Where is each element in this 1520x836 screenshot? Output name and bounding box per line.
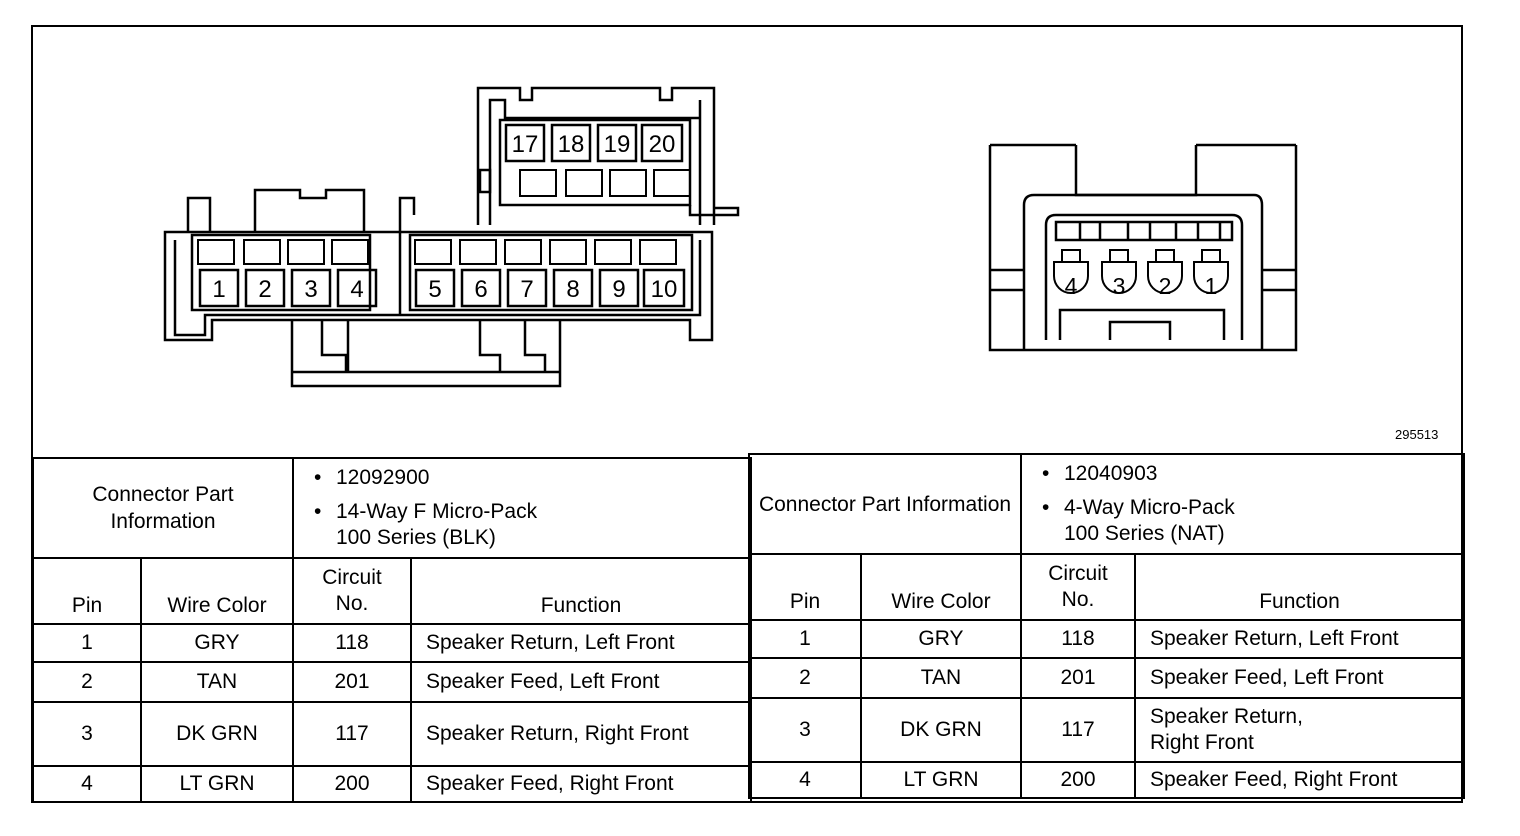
header-circuit-line1: Circuit bbox=[322, 566, 382, 589]
cell-color: GRY bbox=[860, 619, 1022, 659]
cell-circuit: 118 bbox=[292, 623, 412, 663]
cell-function-line2: Right Front bbox=[1150, 731, 1254, 754]
pin-label-4way-2: 2 bbox=[1159, 273, 1172, 299]
header-pin: Pin bbox=[32, 557, 142, 625]
pin-label-2: 2 bbox=[258, 276, 271, 303]
header-circuit-line2: No. bbox=[1061, 588, 1095, 611]
pin-label-18: 18 bbox=[558, 131, 585, 158]
figure-id: 295513 bbox=[1395, 427, 1439, 442]
pin-label-4way-4: 4 bbox=[1065, 273, 1078, 299]
cell-circuit: 200 bbox=[1020, 761, 1136, 799]
pin-label-3: 3 bbox=[304, 276, 317, 303]
cell-pin: 3 bbox=[748, 697, 862, 763]
cell-color: LT GRN bbox=[860, 761, 1022, 799]
pin-label-8: 8 bbox=[566, 276, 579, 303]
table-row: 4 LT GRN 200 Speaker Feed, Right Front bbox=[32, 765, 752, 803]
cell-color: DK GRN bbox=[140, 701, 294, 767]
cell-circuit: 117 bbox=[1020, 697, 1136, 763]
connector-14-way-drawing bbox=[163, 86, 740, 388]
connector-info-details: 12092900 14-Way F Micro-Pack 100 Series … bbox=[292, 457, 752, 559]
cell-function: Speaker Return, Right Front bbox=[1134, 697, 1465, 763]
pin-label-9: 9 bbox=[612, 276, 625, 303]
table-row: 3 DK GRN 117 Speaker Return, Right Front bbox=[32, 701, 752, 767]
pin-label-20: 20 bbox=[649, 131, 676, 158]
description-line1: 4-Way Micro-Pack bbox=[1042, 495, 1457, 521]
header-circuit-line2: No. bbox=[335, 592, 369, 615]
cell-circuit: 201 bbox=[292, 661, 412, 703]
cell-function: Speaker Return, Left Front bbox=[1134, 619, 1465, 659]
cell-pin: 2 bbox=[32, 661, 142, 703]
connector-4-way-drawing bbox=[988, 143, 1298, 352]
cell-function-line1: Speaker Return, bbox=[1150, 705, 1303, 728]
cell-function: Speaker Feed, Left Front bbox=[1134, 657, 1465, 699]
cell-circuit: 200 bbox=[292, 765, 412, 803]
cell-circuit: 118 bbox=[1020, 619, 1136, 659]
cell-function: Speaker Feed, Left Front bbox=[410, 661, 752, 703]
cell-color: GRY bbox=[140, 623, 294, 663]
cell-function: Speaker Return, Left Front bbox=[410, 623, 752, 663]
table-row: 1 GRY 118 Speaker Return, Left Front bbox=[748, 619, 1465, 659]
pin-label-7: 7 bbox=[520, 276, 533, 303]
table-row: 2 TAN 201 Speaker Feed, Left Front bbox=[32, 661, 752, 703]
cell-pin: 2 bbox=[748, 657, 862, 699]
pin-label-6: 6 bbox=[474, 276, 487, 303]
pin-label-5: 5 bbox=[428, 276, 441, 303]
cell-pin: 1 bbox=[32, 623, 142, 663]
header-wire-color: Wire Color bbox=[140, 557, 294, 625]
connector-info-label: Connector Part Information bbox=[32, 457, 294, 559]
diagram-frame bbox=[31, 25, 1463, 803]
connector-info-details: 12040903 4-Way Micro-Pack 100 Series (NA… bbox=[1020, 453, 1465, 555]
cell-circuit: 117 bbox=[292, 701, 412, 767]
cell-circuit: 201 bbox=[1020, 657, 1136, 699]
pin-label-4: 4 bbox=[350, 276, 363, 303]
pin-label-19: 19 bbox=[604, 131, 631, 158]
cell-color: TAN bbox=[140, 661, 294, 703]
cell-color: LT GRN bbox=[140, 765, 294, 803]
cell-function: Speaker Feed, Right Front bbox=[410, 765, 752, 803]
table-row: 3 DK GRN 117 Speaker Return, Right Front bbox=[748, 697, 1465, 763]
pin-label-1: 1 bbox=[212, 276, 225, 303]
connector-table-left: Connector Part Information 12092900 14-W… bbox=[32, 457, 752, 803]
part-number: 12040903 bbox=[1042, 461, 1457, 487]
pin-label-17: 17 bbox=[512, 131, 539, 158]
table-row: 1 GRY 118 Speaker Return, Left Front bbox=[32, 623, 752, 663]
pin-label-4way-3: 3 bbox=[1113, 273, 1126, 299]
pin-label-10: 10 bbox=[651, 276, 678, 303]
header-function: Function bbox=[1134, 553, 1465, 621]
description-line2: 100 Series (NAT) bbox=[1064, 522, 1225, 545]
cell-color: DK GRN bbox=[860, 697, 1022, 763]
table-row: 2 TAN 201 Speaker Feed, Left Front bbox=[748, 657, 1465, 699]
cell-pin: 4 bbox=[748, 761, 862, 799]
pin-label-4way-1: 1 bbox=[1205, 273, 1218, 299]
header-function: Function bbox=[410, 557, 752, 625]
cell-pin: 3 bbox=[32, 701, 142, 767]
cell-pin: 1 bbox=[748, 619, 862, 659]
header-pin: Pin bbox=[748, 553, 862, 621]
description-line1: 14-Way F Micro-Pack bbox=[314, 499, 744, 525]
cell-pin: 4 bbox=[32, 765, 142, 803]
connector-info-label: Connector Part Information bbox=[748, 453, 1022, 555]
header-circuit-line1: Circuit bbox=[1048, 562, 1108, 585]
connector-table-right: Connector Part Information 12040903 4-Wa… bbox=[748, 453, 1465, 799]
part-number: 12092900 bbox=[314, 465, 744, 491]
cell-color: TAN bbox=[860, 657, 1022, 699]
cell-function: Speaker Return, Right Front bbox=[410, 701, 752, 767]
cell-function: Speaker Feed, Right Front bbox=[1134, 761, 1465, 799]
table-row: 4 LT GRN 200 Speaker Feed, Right Front bbox=[748, 761, 1465, 799]
header-wire-color: Wire Color bbox=[860, 553, 1022, 621]
description-line2: 100 Series (BLK) bbox=[336, 526, 496, 549]
connector-drawings: 1 2 3 4 5 6 7 8 9 10 17 18 19 20 4 3 2 1 bbox=[163, 86, 1298, 388]
